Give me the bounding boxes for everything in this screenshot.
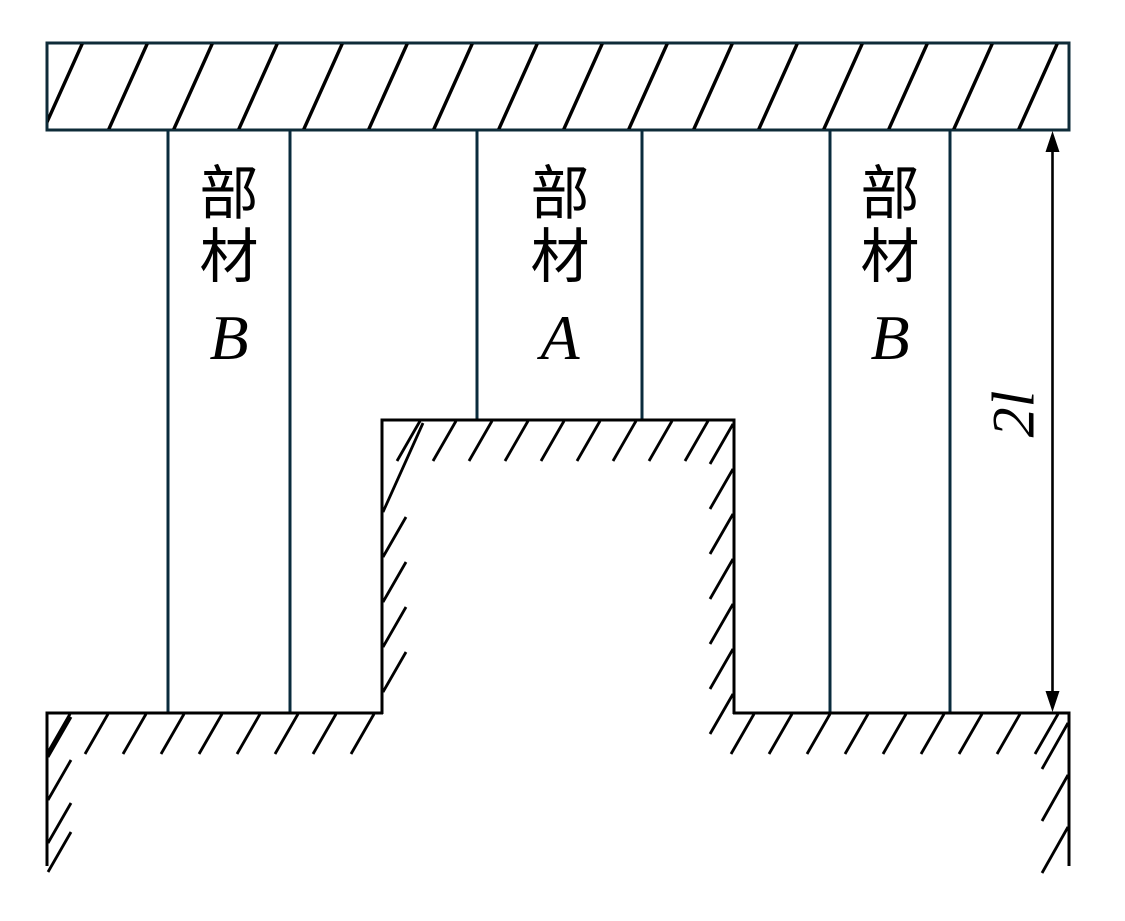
hatch-stroke — [708, 603, 735, 645]
dimension-label: 2l — [980, 390, 1047, 438]
hatch-stroke — [919, 713, 946, 755]
member-label-kanji: 材 — [530, 224, 590, 290]
member-label-kanji: 部 — [199, 161, 259, 227]
hatch-stroke — [107, 44, 149, 129]
hatch-stroke — [805, 713, 832, 755]
hatch-stroke — [83, 713, 110, 755]
hatch-stroke — [1040, 774, 1070, 822]
hatch-stroke — [729, 713, 756, 755]
hatch-stroke — [381, 516, 408, 558]
hatch-stroke — [381, 606, 408, 648]
member-lines — [166, 130, 952, 713]
hatch-stroke — [1033, 713, 1060, 755]
hatch-stroke — [957, 713, 984, 755]
hatch-stroke — [881, 713, 908, 755]
hatch-stroke — [273, 713, 300, 755]
dimension — [1045, 131, 1060, 712]
hatch-stroke — [172, 44, 214, 129]
hatch-stroke — [1017, 44, 1059, 129]
hatch-stroke — [237, 44, 279, 129]
member-label-middle: 部 材 A — [530, 163, 589, 370]
hatch-stroke — [46, 716, 73, 758]
hatch-stroke — [381, 651, 408, 693]
hatch-stroke — [503, 420, 530, 462]
hatch-stroke — [627, 44, 669, 129]
ceiling-hatch — [48, 42, 1123, 131]
arrow-up-icon — [1045, 131, 1060, 152]
member-label-kanji: 部 — [530, 161, 590, 227]
hatch-stroke — [197, 713, 224, 755]
hatch-stroke — [708, 558, 735, 600]
hatch-stroke — [708, 423, 735, 465]
lower-support — [45, 418, 1071, 866]
hatch-stroke — [647, 420, 674, 462]
hatch-stroke — [757, 44, 799, 129]
hatch-stroke — [611, 420, 638, 462]
pedestal — [380, 418, 736, 714]
hatch-stroke — [432, 44, 474, 129]
hatch-stroke — [235, 713, 262, 755]
floor-right — [733, 711, 1071, 866]
hatch-stroke — [952, 44, 994, 129]
hatch-stroke — [349, 713, 376, 755]
member-label-kanji: 材 — [860, 224, 920, 290]
hatch-stroke — [48, 44, 84, 125]
hatch-stroke — [887, 44, 929, 129]
hatch-stroke — [995, 713, 1022, 755]
hatch-stroke — [767, 713, 794, 755]
hatch-stroke — [1040, 826, 1070, 874]
member-label-left: 部 材 B — [199, 163, 258, 370]
member-label-letter: B — [870, 302, 910, 373]
hatch-stroke — [708, 648, 735, 690]
hatch-stroke — [843, 713, 870, 755]
member-label-letter: A — [540, 302, 580, 373]
floor-left — [45, 711, 383, 866]
hatch-stroke — [431, 420, 458, 462]
member-label-right: 部 材 B — [860, 163, 919, 370]
hatch-stroke — [121, 713, 148, 755]
hatch-stroke — [692, 44, 734, 129]
hatch-stroke — [1083, 42, 1123, 131]
member-label-kanji: 部 — [860, 161, 920, 227]
hatch-stroke — [395, 420, 422, 462]
hatch-stroke — [1040, 722, 1070, 770]
hatch-stroke — [45, 713, 72, 755]
arrow-down-icon — [1045, 691, 1060, 712]
ground-hatch — [45, 420, 1070, 874]
hatch-stroke — [562, 44, 604, 129]
fixed-ceiling — [45, 41, 1071, 132]
hatch-stroke — [46, 759, 73, 801]
hatch-stroke — [683, 420, 710, 462]
hatch-stroke — [367, 44, 409, 129]
hatch-stroke — [822, 44, 864, 129]
hatch-stroke — [46, 802, 73, 844]
member-label-letter: B — [209, 302, 249, 373]
hatch-stroke — [46, 831, 73, 873]
hatch-stroke — [467, 420, 494, 462]
hatch-stroke — [497, 44, 539, 129]
hatch-stroke — [708, 693, 735, 735]
hatch-stroke — [159, 713, 186, 755]
hatch-stroke — [708, 468, 735, 510]
hatch-stroke — [539, 420, 566, 462]
hatch-stroke — [575, 420, 602, 462]
hatch-stroke — [302, 44, 344, 129]
hatch-stroke — [708, 513, 735, 555]
hatch-stroke — [311, 713, 338, 755]
hatch-stroke — [381, 561, 408, 603]
hatch-stroke — [381, 422, 425, 513]
member-label-kanji: 材 — [199, 224, 259, 290]
